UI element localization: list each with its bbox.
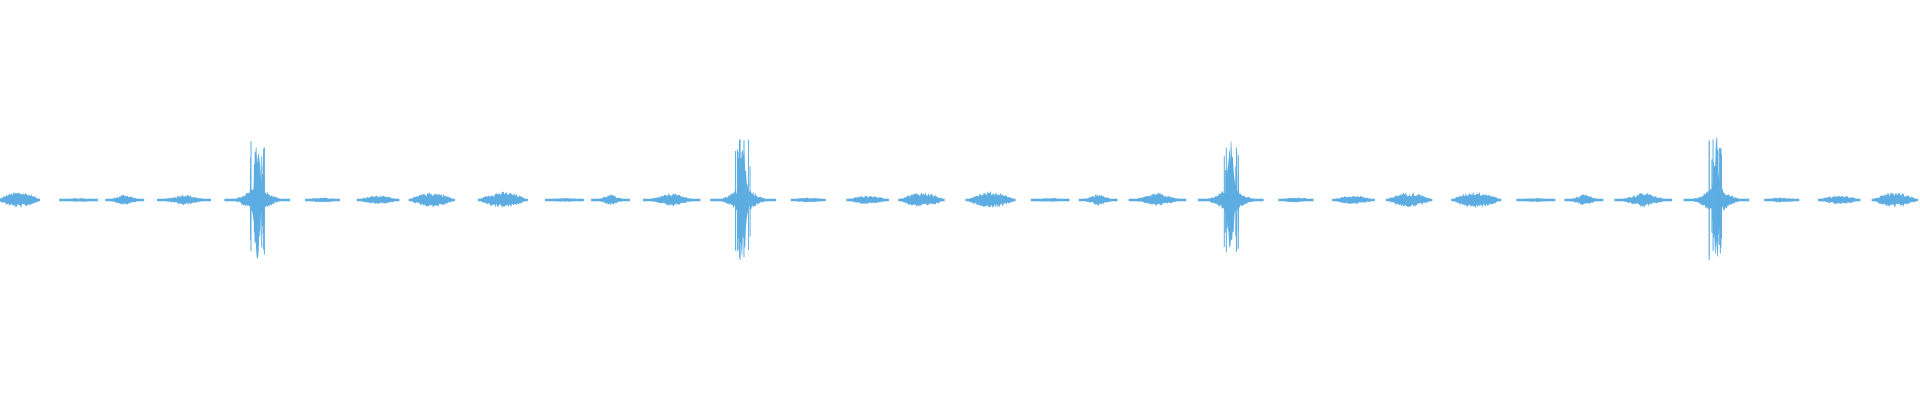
- waveform-event: [1030, 197, 1070, 202]
- waveform-event: [1683, 137, 1750, 261]
- waveform-segment: [1871, 192, 1919, 208]
- waveform-segment: [59, 197, 99, 202]
- waveform-event: [544, 197, 584, 203]
- waveform-event: [356, 195, 400, 205]
- waveform-segment: [1614, 192, 1673, 208]
- waveform-event: [1451, 191, 1502, 208]
- waveform-event: [1764, 197, 1800, 203]
- waveform-segment: [1516, 197, 1556, 202]
- waveform-segment: [544, 197, 584, 203]
- waveform-event: [846, 195, 890, 205]
- waveform-event: [224, 141, 291, 260]
- waveform-event: [1564, 194, 1604, 206]
- waveform-event: [1128, 192, 1187, 207]
- waveform-event: [105, 194, 145, 206]
- waveform-segment: [1030, 197, 1070, 202]
- waveform-event: [304, 197, 341, 203]
- waveform-segment: [224, 147, 291, 260]
- waveform-event: [1871, 192, 1919, 208]
- waveform-event: [1078, 193, 1118, 206]
- waveform-segment: [157, 194, 211, 206]
- waveform-segment: [1385, 191, 1433, 208]
- waveform-event: [157, 194, 211, 206]
- waveform-event: [0, 192, 41, 209]
- waveform-segment: [591, 194, 630, 206]
- waveform-event: [59, 197, 99, 202]
- waveform-segment: [1128, 192, 1187, 207]
- waveform-segment: [898, 192, 945, 207]
- waveform-event: [1278, 197, 1314, 203]
- waveform-segment: [1332, 195, 1375, 205]
- waveform-event: [591, 194, 630, 206]
- waveform-segment: [0, 192, 41, 209]
- waveform-event: [477, 191, 528, 209]
- waveform-event: [965, 191, 1016, 208]
- waveform-event: [1385, 191, 1433, 208]
- waveform-segment: [710, 147, 776, 255]
- waveform-segment: [846, 195, 890, 205]
- waveform-segment: [1451, 191, 1502, 208]
- waveform-segment: [304, 197, 341, 203]
- waveform-segment: [356, 195, 400, 205]
- waveform-segment: [642, 192, 701, 207]
- waveform-segment: [965, 191, 1016, 208]
- waveform-segment: [1078, 193, 1118, 206]
- waveform-event: [1614, 192, 1673, 208]
- waveform-event: [408, 192, 456, 208]
- waveform-segment: [790, 197, 826, 203]
- waveform-event: [1817, 195, 1861, 205]
- waveform-event: [1332, 195, 1375, 205]
- waveform-event: [898, 192, 945, 207]
- waveform-event: [1516, 197, 1556, 202]
- waveform-event: [642, 192, 701, 207]
- waveform-segment: [1564, 194, 1604, 206]
- waveform-segment: [105, 194, 145, 206]
- waveform-segment: [477, 191, 528, 209]
- waveform-segment: [1817, 195, 1861, 205]
- waveform-event: [790, 197, 826, 203]
- waveform-segment: [1278, 197, 1314, 203]
- waveform-event: [1197, 141, 1264, 253]
- waveform-event: [710, 139, 776, 260]
- waveform-segment: [1764, 197, 1800, 203]
- waveform-segment: [408, 192, 456, 208]
